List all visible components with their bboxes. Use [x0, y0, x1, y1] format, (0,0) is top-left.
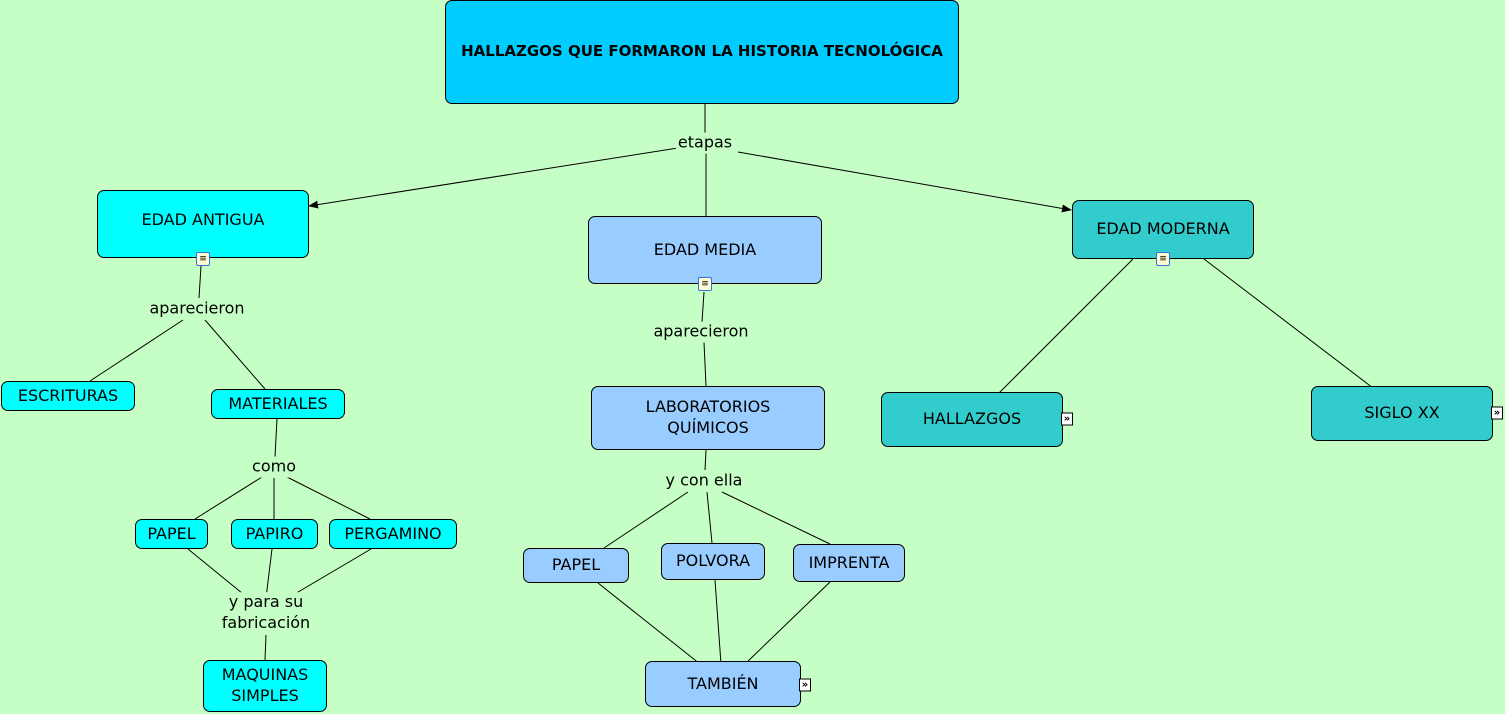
concept-pergamino[interactable]: PERGAMINO — [329, 519, 457, 549]
concept-edad-media[interactable]: EDAD MEDIA — [588, 216, 822, 284]
link-como[interactable]: como — [250, 456, 298, 478]
link-aparecieron-media[interactable]: aparecieron — [651, 321, 751, 343]
concept-laboratorios[interactable]: LABORATORIOS QUÍMICOS — [591, 386, 825, 450]
concept-tambien[interactable]: TAMBIÉN — [645, 661, 801, 707]
document-icon[interactable]: ≡ — [698, 277, 712, 291]
link-aparecieron-antigua[interactable]: aparecieron — [147, 298, 247, 320]
double-chevron-icon[interactable]: » — [799, 678, 811, 692]
double-chevron-icon[interactable]: » — [1491, 406, 1503, 420]
concept-title[interactable]: HALLAZGOS QUE FORMARON LA HISTORIA TECNO… — [445, 0, 959, 104]
link-con-ella[interactable]: y con ella — [663, 470, 745, 492]
concept-escrituras[interactable]: ESCRITURAS — [1, 381, 135, 411]
link-fabricacion[interactable]: y para su fabricación — [209, 592, 323, 634]
double-chevron-icon[interactable]: » — [1061, 412, 1073, 426]
concept-papiro[interactable]: PAPIRO — [231, 519, 318, 549]
concept-hallazgos[interactable]: HALLAZGOS — [881, 392, 1063, 447]
concept-papel[interactable]: PAPEL — [135, 519, 208, 549]
link-etapas[interactable]: etapas — [675, 132, 735, 154]
concept-edad-moderna[interactable]: EDAD MODERNA — [1072, 200, 1254, 259]
concept-materiales[interactable]: MATERIALES — [211, 389, 345, 419]
concept-siglo-xx[interactable]: SIGLO XX — [1311, 386, 1493, 441]
concept-polvora[interactable]: POLVORA — [661, 543, 765, 580]
concept-imprenta[interactable]: IMPRENTA — [793, 544, 905, 582]
concept-maquinas-simples[interactable]: MAQUINAS SIMPLES — [203, 660, 327, 712]
document-icon[interactable]: ≡ — [196, 252, 210, 266]
document-icon[interactable]: ≡ — [1156, 252, 1170, 266]
concept-papel-media[interactable]: PAPEL — [523, 548, 629, 583]
concept-edad-antigua[interactable]: EDAD ANTIGUA — [97, 190, 309, 258]
